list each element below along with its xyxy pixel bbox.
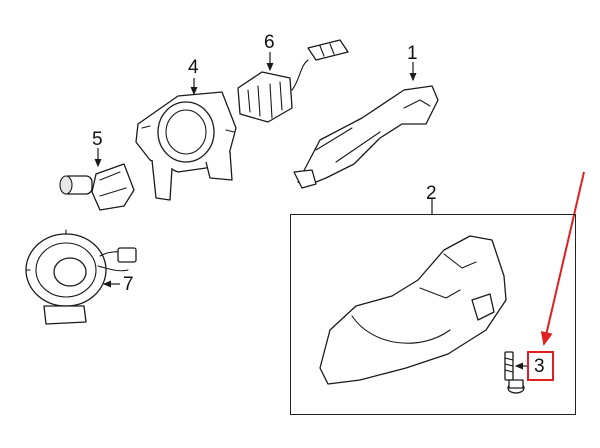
part-5-ignition-switch — [59, 163, 135, 211]
part-4-switch-bracket — [135, 91, 237, 201]
part-7-clockspring — [25, 229, 137, 325]
highlight-arrow — [540, 171, 585, 346]
callout-7: 7 — [123, 274, 134, 295]
callout-5: 5 — [92, 129, 103, 150]
callout-3: 3 — [534, 356, 545, 377]
callout-6: 6 — [264, 32, 275, 53]
callout-1: 1 — [407, 43, 418, 64]
part-3-screw — [504, 351, 525, 394]
callout-2: 2 — [426, 183, 437, 204]
leader-lines — [94, 52, 527, 370]
callout-4: 4 — [188, 57, 199, 78]
part-3-highlight-box — [527, 351, 554, 381]
part-2-inset-box — [290, 214, 576, 415]
part-6-multifunction-switch — [237, 39, 349, 123]
part-1-upper-shroud — [293, 85, 439, 189]
part-2-lower-shroud — [319, 235, 507, 385]
